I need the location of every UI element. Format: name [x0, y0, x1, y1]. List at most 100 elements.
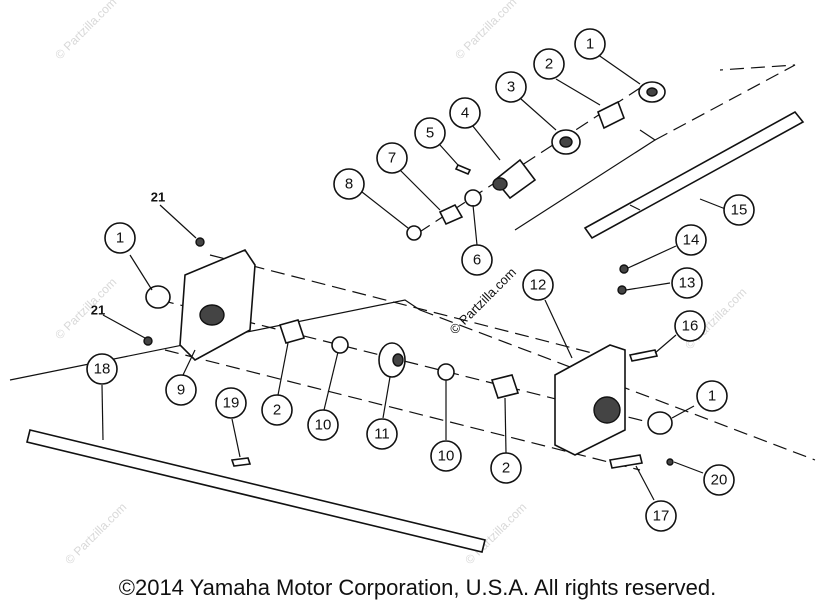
key-19 [230, 457, 252, 467]
upper-shaft-assembly [406, 64, 805, 241]
housing-9 [179, 249, 256, 361]
lower-housing-assembly [9, 237, 816, 553]
callout-19: 19 [215, 387, 247, 419]
callout-label: 15 [731, 202, 748, 219]
callout-6: 6 [461, 244, 493, 276]
leader-3 [520, 98, 557, 131]
callout-label: 1 [116, 230, 124, 247]
screw-14 [619, 264, 629, 274]
bolt-21-left [143, 336, 153, 346]
watermark-text: © Partzilla.com [452, 0, 519, 62]
bolt-16 [628, 349, 659, 362]
leader-lines [101, 51, 729, 501]
gear-11 [378, 342, 406, 378]
callout-21-left: 21 [91, 303, 105, 318]
shaft-15 [583, 110, 805, 240]
callout-14: 14 [675, 224, 707, 256]
leader-18 [101, 384, 104, 441]
callout-label: 21 [91, 303, 105, 318]
callout-label: 6 [473, 252, 481, 269]
callout-12: 12 [522, 269, 554, 301]
leader-20 [673, 461, 704, 474]
gear-4-hub [492, 177, 508, 191]
washer-10-right [437, 363, 455, 381]
callout-3: 3 [495, 71, 527, 103]
callout-label: 1 [586, 36, 594, 53]
callout-8: 8 [333, 168, 365, 200]
leader-10-left [323, 351, 339, 411]
bushing-2-left [278, 319, 306, 344]
callout-21-top: 21 [151, 190, 165, 205]
base-outline [9, 299, 421, 381]
callout-label: 13 [679, 275, 696, 292]
axis-dash-low [164, 349, 641, 471]
callout-13: 13 [671, 267, 703, 299]
housing-12-bore [593, 396, 621, 424]
leader-11 [382, 376, 391, 419]
callout-label: 10 [315, 417, 332, 434]
bearing-1-bore [646, 87, 658, 97]
leader-5 [439, 144, 459, 166]
leader-13 [625, 282, 671, 291]
outline-dash [654, 64, 796, 141]
leader-19 [231, 418, 241, 458]
leader-2-top [555, 78, 601, 106]
bearing-1-left [145, 285, 171, 309]
bushing-2 [596, 100, 626, 130]
callout-4: 4 [449, 97, 481, 129]
callout-label: 8 [345, 176, 353, 193]
callout-10-left: 10 [307, 409, 339, 441]
leader-17 [635, 465, 655, 501]
callout-label: 7 [388, 150, 396, 167]
housing-12 [554, 344, 626, 456]
leader-12 [544, 299, 573, 359]
callout-label: 2 [273, 402, 281, 419]
washer-13 [617, 285, 627, 295]
watermark-text-center: © Partzilla.com [447, 265, 520, 338]
leader-9 [182, 349, 196, 376]
callout-9: 9 [165, 374, 197, 406]
leader-4 [471, 124, 501, 161]
leader-6 [472, 204, 478, 246]
leader-1-top [593, 51, 641, 85]
watermark-text: © Partzilla.com [52, 0, 119, 62]
housing-9-bore [199, 304, 225, 326]
nut-8 [406, 225, 422, 241]
callout-label: 14 [683, 232, 700, 249]
leader-1-left [129, 254, 153, 291]
callout-1-right: 1 [696, 380, 728, 412]
callout-label: 20 [711, 472, 728, 489]
callouts: 1 2 3 4 5 6 7 8 21 1 21 9 2 10 11 10 2 1… [86, 28, 755, 532]
leader-16 [654, 334, 677, 354]
callout-label: 17 [653, 508, 670, 525]
callout-16: 16 [674, 310, 706, 342]
gear-11-hub [392, 353, 404, 367]
callout-17: 17 [645, 500, 677, 532]
callout-label: 12 [530, 277, 547, 294]
leader-21-left [102, 314, 146, 339]
bushing-7 [438, 203, 464, 226]
washer-6 [464, 189, 482, 207]
bearing-1-right [647, 411, 673, 435]
callout-18: 18 [86, 353, 118, 385]
callout-label: 16 [682, 318, 699, 335]
watermark-text: © Partzilla.com [62, 500, 129, 567]
pin-20 [666, 458, 674, 466]
callout-11: 11 [366, 418, 398, 450]
callout-label: 19 [223, 395, 240, 412]
callout-label: 5 [426, 125, 434, 142]
callout-5: 5 [414, 117, 446, 149]
callout-20: 20 [703, 464, 735, 496]
leader-1-right [671, 405, 695, 419]
callout-label: 4 [461, 105, 469, 122]
bearing-3-bore [559, 136, 573, 148]
callout-10-right: 10 [430, 440, 462, 472]
leader-2-left [277, 342, 289, 396]
callout-label: 10 [438, 448, 455, 465]
callout-1: 1 [574, 28, 606, 60]
callout-label: 3 [507, 79, 515, 96]
callout-label: 1 [708, 388, 716, 405]
axis-dash-top [209, 254, 601, 356]
callout-label: 11 [374, 426, 390, 443]
